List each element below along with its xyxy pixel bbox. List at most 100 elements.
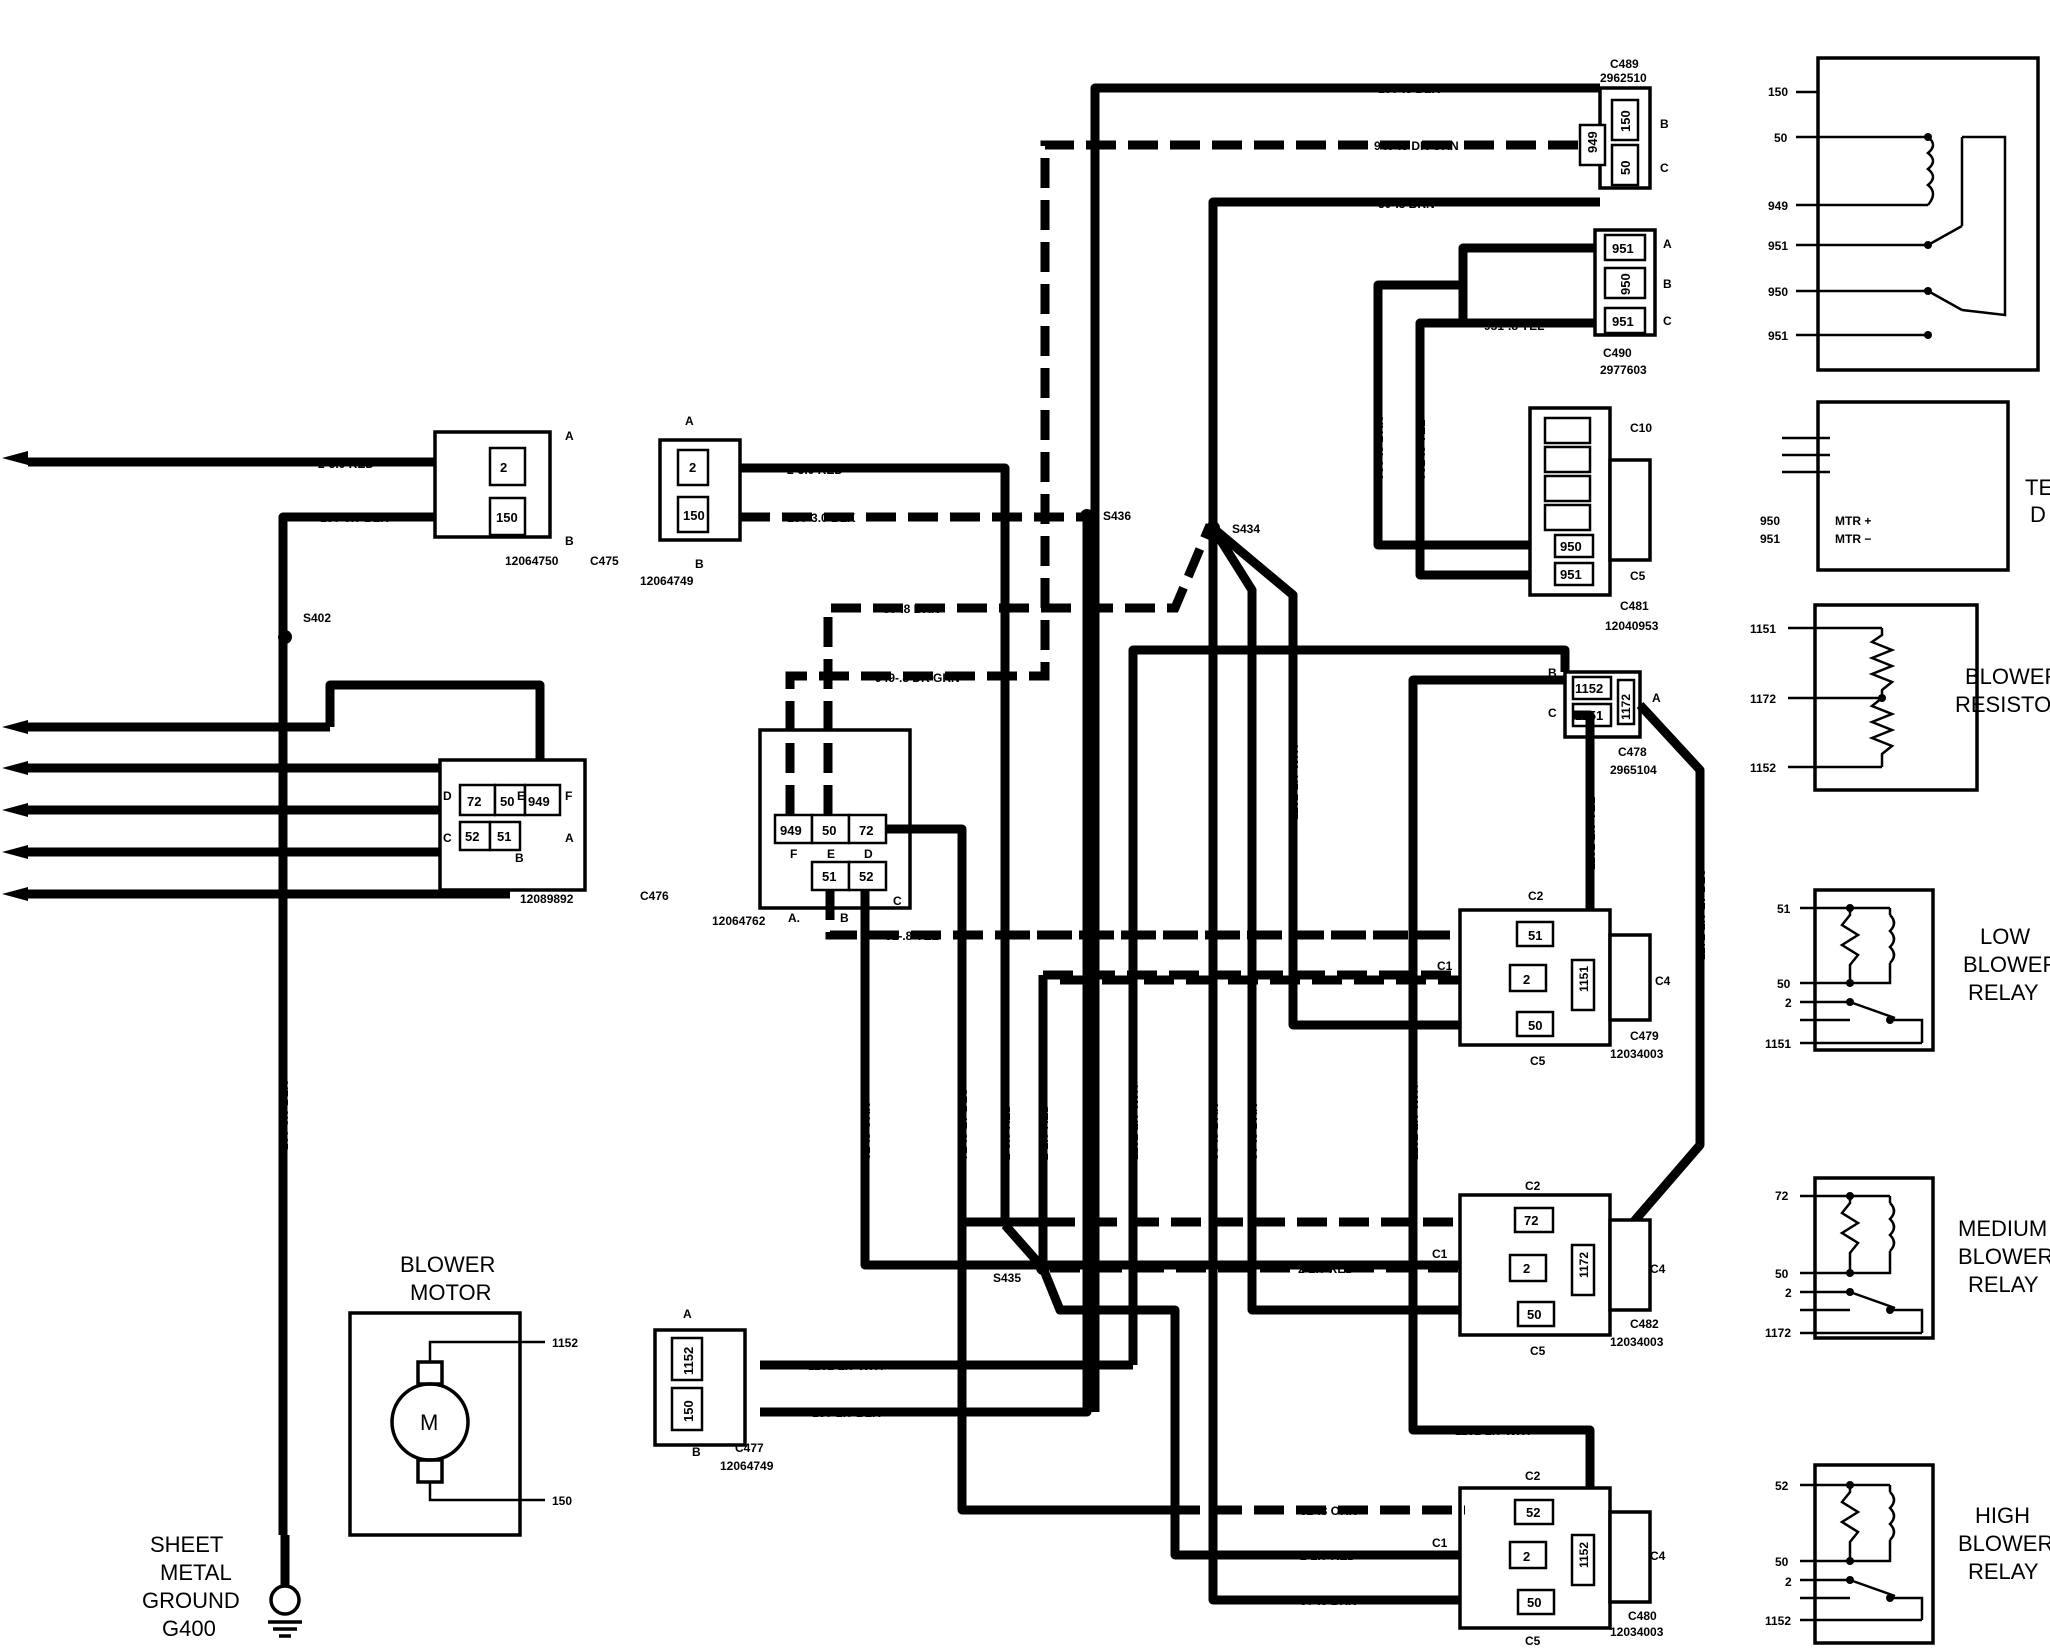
svg-text:2: 2 — [1785, 996, 1792, 1010]
svg-text:50: 50 — [1775, 1267, 1789, 1281]
svg-text:951: 951 — [1560, 567, 1582, 582]
connector-c478: 1152 1151 1172 B C A C478 2965104 — [1548, 666, 1661, 777]
svg-text:1152-2.0 WHT: 1152-2.0 WHT — [1407, 1082, 1421, 1160]
svg-text:B: B — [695, 557, 704, 571]
mtr-box: 950 951 MTR + MTR − TE D — [1760, 400, 2050, 572]
svg-text:C5: C5 — [1530, 1344, 1546, 1358]
svg-text:1152: 1152 — [1575, 681, 1603, 696]
connector-c481: 950 951 C10 C5 C481 12040953 — [1528, 406, 1659, 633]
svg-text:A.: A. — [788, 911, 800, 925]
svg-text:C2: C2 — [1525, 1469, 1541, 1483]
svg-text:2: 2 — [1523, 1261, 1530, 1276]
svg-text:1152-2.0 WHT: 1152-2.0 WHT — [1127, 1082, 1141, 1160]
svg-text:51: 51 — [1777, 902, 1791, 916]
svg-text:12089892: 12089892 — [520, 892, 574, 906]
connector-c482: 72 2 50 1172 C2 C1 C4 C5 C482 12034003 — [1432, 1179, 1666, 1358]
svg-text:1172-2.0 LT BLU: 1172-2.0 LT BLU — [1694, 868, 1708, 960]
ground-g400: SHEET METAL GROUND G400 — [142, 1532, 302, 1641]
svg-text:C475: C475 — [590, 554, 619, 568]
svg-text:72: 72 — [859, 823, 873, 838]
svg-text:C478: C478 — [1618, 745, 1647, 759]
svg-text:C482: C482 — [1630, 1317, 1659, 1331]
svg-text:951: 951 — [1768, 329, 1788, 343]
connector-c476-mate: 949 50 72 51 52 F E D A. B C 12064762 — [712, 728, 912, 928]
svg-text:52: 52 — [1775, 1479, 1789, 1493]
svg-text:C10: C10 — [1630, 421, 1652, 435]
svg-text:2: 2 — [1523, 1549, 1530, 1564]
wire-50-8-brn-mid — [823, 523, 1215, 815]
svg-text:BLOWER: BLOWER — [1963, 952, 2050, 977]
svg-text:1172: 1172 — [1619, 694, 1633, 720]
svg-text:1152-2.0 WHT: 1152-2.0 WHT — [808, 1359, 886, 1373]
svg-text:949: 949 — [780, 823, 802, 838]
wire-150-3-blk: 150-3.0 BLK 150-5.0 BLK — [277, 511, 440, 1535]
svg-text:52: 52 — [1526, 1505, 1540, 1520]
splice-s436-label: S436 — [1103, 509, 1131, 523]
svg-text:51: 51 — [497, 829, 511, 844]
wire-72-ltblu — [886, 824, 1045, 1227]
svg-text:D: D — [2030, 502, 2046, 527]
svg-text:1152: 1152 — [1750, 761, 1776, 775]
svg-text:S434: S434 — [1232, 522, 1260, 536]
svg-text:51-.8 YEL: 51-.8 YEL — [75, 887, 129, 901]
high-blower-relay: 52 50 2 1152 HIGH BLOWER RELAY — [1765, 1463, 2050, 1645]
svg-text:E: E — [827, 847, 835, 861]
svg-text:1151: 1151 — [1765, 1037, 1791, 1051]
svg-text:RELAY: RELAY — [1968, 980, 2039, 1005]
svg-text:TE: TE — [2025, 475, 2050, 500]
svg-text:2962510: 2962510 — [1600, 71, 1647, 85]
svg-text:C5: C5 — [1525, 1634, 1541, 1648]
blower-motor: BLOWER MOTOR M 1152 150 — [348, 1252, 578, 1537]
svg-text:1172: 1172 — [1750, 692, 1776, 706]
svg-text:50: 50 — [1527, 1307, 1541, 1322]
svg-text:C490: C490 — [1603, 346, 1632, 360]
svg-text:12040953: 12040953 — [1605, 619, 1659, 633]
svg-text:950-.8 BRN: 950-.8 BRN — [1372, 417, 1386, 480]
svg-text:950: 950 — [1768, 285, 1788, 299]
left-arrow-wires: 949-.8 DK GRN 50-.8 BRN 72-.8 LT BLU 52-… — [2, 680, 545, 901]
svg-text:12064762: 12064762 — [712, 914, 766, 928]
svg-text:MEDIUM: MEDIUM — [1958, 1216, 2047, 1241]
svg-text:150-.8 BLK: 150-.8 BLK — [1378, 82, 1440, 96]
svg-text:949: 949 — [1585, 131, 1600, 153]
svg-text:1151: 1151 — [1750, 622, 1776, 636]
svg-text:A: A — [685, 414, 694, 428]
wire-950-brn — [1373, 280, 1560, 550]
svg-text:12064749: 12064749 — [720, 1459, 774, 1473]
wire-2-5-red: 2-5.0 RED — [2, 451, 440, 471]
svg-text:50-.8 BRN: 50-.8 BRN — [75, 761, 132, 775]
wire-949-dkgrn-mid — [785, 140, 1600, 815]
wire-51-yel-mid — [825, 890, 1440, 940]
svg-text:1152: 1152 — [552, 1336, 578, 1350]
svg-text:MTR −: MTR − — [1835, 532, 1871, 546]
svg-text:C: C — [1660, 161, 1669, 175]
svg-text:C476: C476 — [640, 889, 669, 903]
connector-c490: 951 950 951 A B C C490 2977603 — [1593, 228, 1672, 377]
svg-text:C4: C4 — [1650, 1549, 1666, 1563]
svg-text:B: B — [1660, 117, 1669, 131]
svg-text:2: 2 — [1523, 972, 1530, 987]
svg-text:A: A — [565, 831, 574, 845]
svg-text:A: A — [565, 429, 574, 443]
splice-s402 — [278, 630, 292, 644]
svg-text:50: 50 — [500, 794, 514, 809]
wire-50-8-brn-c489 — [1208, 197, 1600, 528]
svg-text:949: 949 — [528, 794, 550, 809]
svg-text:C489: C489 — [1610, 57, 1639, 71]
connector-c479: 51 2 50 1151 C2 C1 C4 C5 C479 12034003 — [1437, 889, 1671, 1068]
svg-text:50: 50 — [1618, 161, 1633, 175]
svg-text:BLOWER: BLOWER — [1958, 1244, 2050, 1269]
svg-text:B: B — [840, 911, 849, 925]
svg-text:MTR +: MTR + — [1835, 514, 1871, 528]
svg-text:1151: 1151 — [1577, 966, 1591, 992]
svg-text:2977603: 2977603 — [1600, 363, 1647, 377]
medium-blower-relay: 72 50 2 1172 MEDIUM BLOWER RELAY — [1765, 1176, 2050, 1340]
svg-text:52: 52 — [465, 829, 479, 844]
svg-text:A: A — [683, 1307, 692, 1321]
svg-text:51-.8 YEL: 51-.8 YEL — [885, 929, 939, 943]
svg-text:S435: S435 — [993, 1271, 1021, 1285]
svg-text:950: 950 — [1618, 273, 1633, 295]
svg-text:2-3.0 RED: 2-3.0 RED — [999, 1104, 1013, 1160]
connector-c476: 72 50 949 52 51 D E F C A B 12089892 C47… — [438, 758, 669, 906]
svg-text:C5: C5 — [1530, 1054, 1546, 1068]
